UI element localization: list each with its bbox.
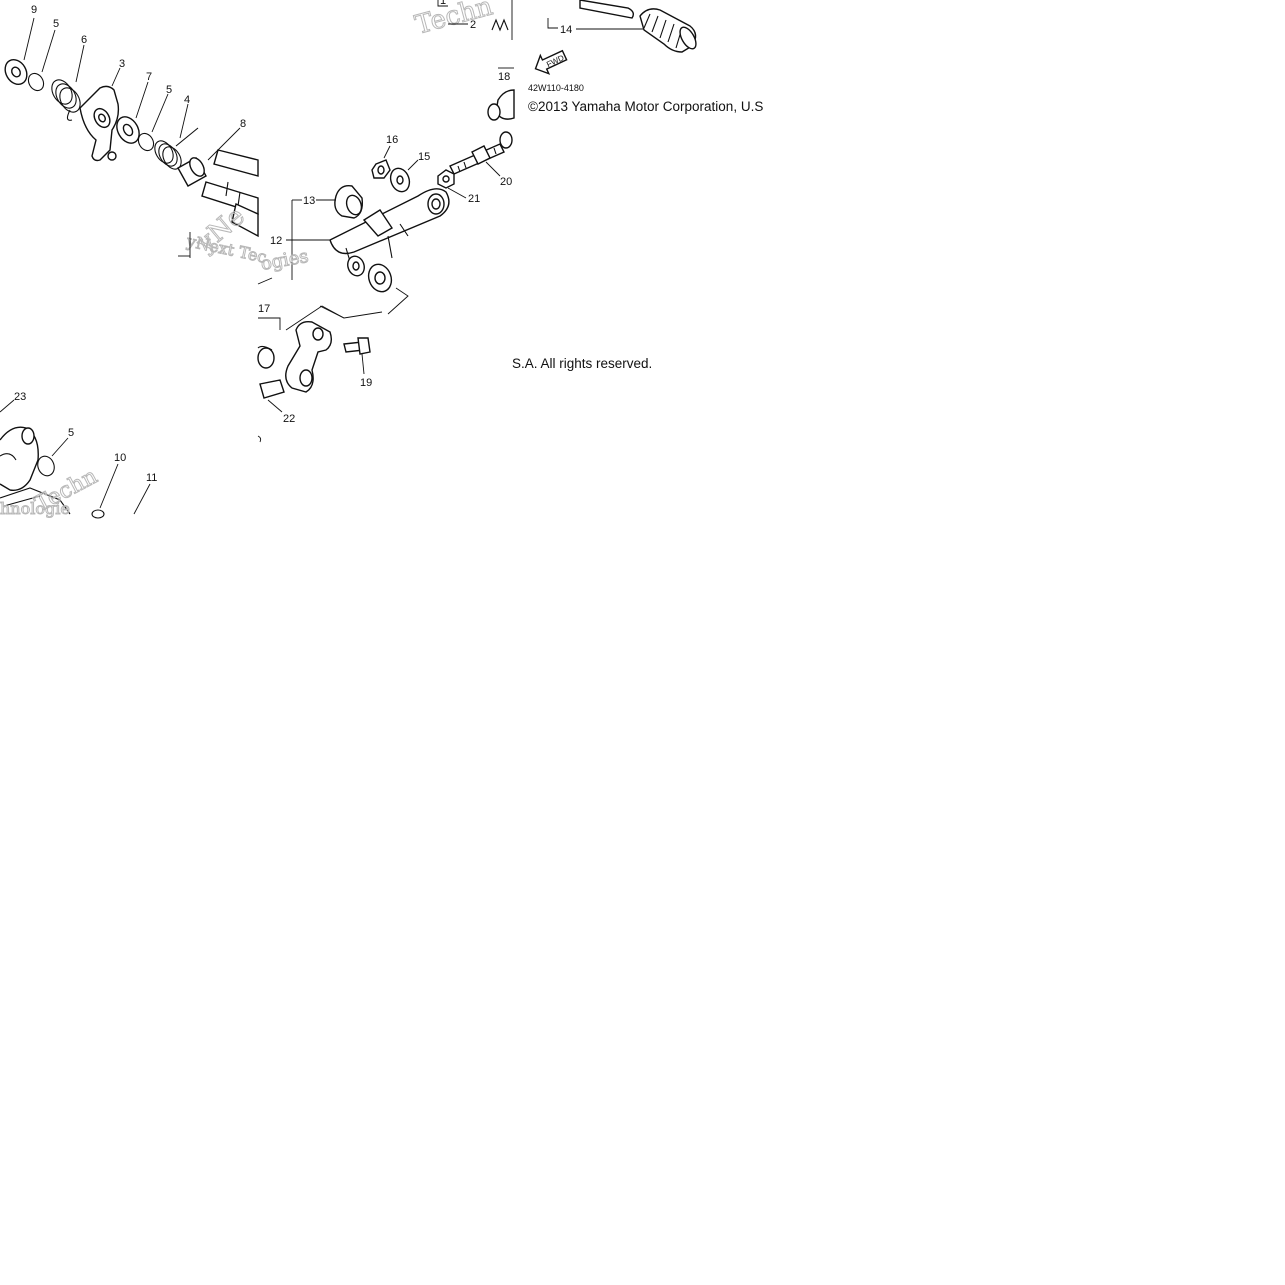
callout-22: 22 xyxy=(283,413,295,425)
callout-14: 14 xyxy=(560,24,572,36)
callout-9: 9 xyxy=(31,4,37,16)
svg-text:FWD: FWD xyxy=(545,53,566,69)
callout-5c: 5 xyxy=(68,427,74,439)
bushing-13 xyxy=(334,185,364,219)
torsion-spring-6 xyxy=(51,79,81,121)
callout-7: 7 xyxy=(146,71,152,83)
nut-21 xyxy=(437,169,455,189)
callout-5a: 5 xyxy=(53,18,59,30)
fwd-arrow: FWD xyxy=(534,49,568,75)
shift-pedal-rubber-14 xyxy=(639,8,697,53)
circlip-5 xyxy=(27,72,45,92)
tile-center-top: Techn 1 2 xyxy=(412,0,513,41)
callout-13: 13 xyxy=(303,195,315,207)
copyright-line-1: ©2013 Yamaha Motor Corporation, U.S xyxy=(528,99,763,114)
callout-15: 15 xyxy=(418,151,430,163)
callout-16: 16 xyxy=(386,134,398,146)
callout-20: 20 xyxy=(500,176,512,188)
copyright-line-2: S.A. All rights reserved. xyxy=(512,356,652,371)
callout-19: 19 xyxy=(360,377,372,389)
washer-10 xyxy=(91,509,105,519)
collar-lower xyxy=(367,263,393,293)
callout-5b: 5 xyxy=(166,84,172,96)
tile-center-middle: 18 16 15 20 xyxy=(257,67,515,443)
diagram-code: 42W110-4180 xyxy=(528,83,584,93)
callout-6: 6 xyxy=(81,34,87,46)
callout-8: 8 xyxy=(240,118,246,130)
callout-1: 1 xyxy=(440,0,446,7)
shift-arm-3 xyxy=(79,85,120,162)
callout-21: 21 xyxy=(468,193,480,205)
callout-12: 12 xyxy=(270,235,282,247)
joint-18 xyxy=(487,89,515,121)
circlip-5b xyxy=(137,132,155,152)
small-spring xyxy=(491,18,509,32)
tile-left-bottom: 23 5 10 11 Techn hnologie xyxy=(0,391,157,519)
watermark-hnologie: hnologie xyxy=(0,499,70,518)
adjuster-rod-20 xyxy=(449,131,513,175)
shift-shaft xyxy=(201,149,259,238)
circlip-5c xyxy=(37,455,55,477)
pedal-bracket-17 xyxy=(257,320,333,399)
callout-4: 4 xyxy=(184,94,190,106)
shift-lever-12 xyxy=(329,188,450,269)
nut-16 xyxy=(371,159,391,179)
bolt-19 xyxy=(343,337,371,355)
callout-11: 11 xyxy=(146,472,157,484)
tile-left-top: 9 5 6 3 7 5 xyxy=(4,4,269,267)
collar-8 xyxy=(177,157,207,187)
spring-4 xyxy=(154,127,199,170)
callout-17: 17 xyxy=(258,303,270,315)
callout-3: 3 xyxy=(119,58,125,70)
callout-10: 10 xyxy=(114,452,126,464)
pedal-linkage-23 xyxy=(0,426,71,515)
callout-23: 23 xyxy=(14,391,26,403)
tile-right-top: 14 FWD 42W110-4180 ©2013 Yamaha Motor Co… xyxy=(528,0,763,114)
callout-2: 2 xyxy=(470,19,476,31)
callout-18: 18 xyxy=(498,71,510,83)
watermark-techn: Techn xyxy=(412,0,496,41)
